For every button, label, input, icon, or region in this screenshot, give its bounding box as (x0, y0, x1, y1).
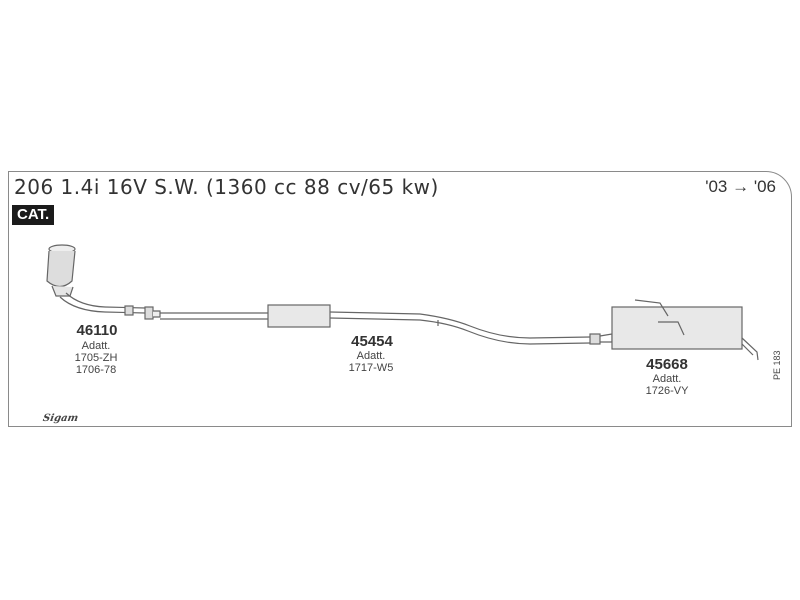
adapter-code: 1705-ZH (74, 352, 118, 364)
adapter-code: 1726-VY (645, 385, 689, 397)
part-number-45668[interactable]: 45668 (646, 356, 688, 373)
diagram-panel (8, 171, 792, 427)
diagram-code: PE 183 (772, 350, 782, 380)
adapter-label: Adatt. (356, 350, 386, 362)
catalyst-badge: CAT. (12, 205, 55, 225)
part-number-46110[interactable]: 46110 (76, 322, 118, 339)
adapter-code: 1717-W5 (348, 362, 394, 374)
adapter-label: Adatt. (81, 340, 111, 352)
brand-logo: Sigam (42, 413, 80, 424)
part-number-45454[interactable]: 45454 (351, 333, 393, 350)
catalytic-converter-part[interactable] (46, 244, 161, 320)
vehicle-title: 206 1.4i 16V S.W. (1360 cc 88 cv/65 kw) (14, 175, 439, 199)
adapter-code: 1706-78 (75, 364, 117, 376)
adapter-label: Adatt. (652, 373, 682, 385)
rear-silencer-part[interactable] (589, 299, 759, 361)
middle-silencer-part[interactable] (160, 304, 591, 345)
year-range: '03 → '06 (705, 177, 776, 196)
